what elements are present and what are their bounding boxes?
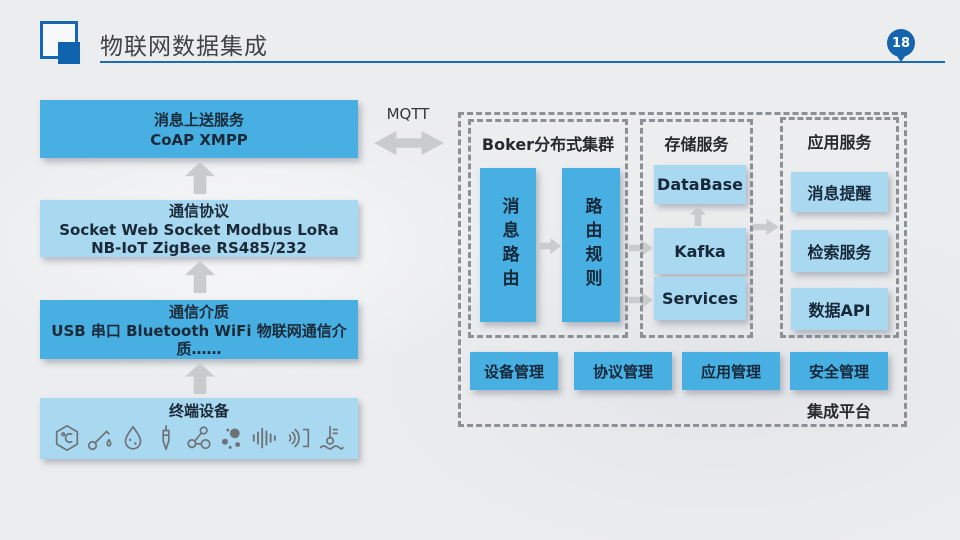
vibration-sensor-icon [250,423,280,453]
application-services-title: 应用服务 [807,133,872,152]
communication-medium-box: 通信介质 USB 串口 Bluetooth WiFi 物联网通信介质…… [40,300,358,359]
security-management-node: 安全管理 [790,352,888,390]
probe-sensor-icon [151,423,181,453]
tilt-thermometer-icon [85,423,115,453]
node-label: 应用管理 [700,362,761,381]
application-services-border [780,117,899,338]
kafka-node: Kafka [654,228,746,274]
box-line: 通信协议 [168,202,229,220]
box-line: Socket Web Socket Modbus LoRa [59,220,339,239]
message-routing-node: 消息路由 [480,168,536,322]
storage-services-title: 存储服务 [664,135,729,154]
box-line: USB 串口 Bluetooth WiFi 物联网通信介质…… [51,321,347,359]
temperature-sensor-icon [52,423,82,453]
broker-cluster-title: Boker分布式集群 [481,135,615,154]
up-arrow-icon [185,162,215,194]
node-label: 数据API [808,301,871,320]
terminal-device-box: 终端设备 [40,398,358,459]
node-label: DataBase [657,175,743,194]
integration-platform-label: 集成平台 [806,402,871,421]
platform-border [458,112,907,427]
services-node: Services [654,277,746,320]
up-arrow-icon [185,363,215,394]
page-number-badge: 18 [887,29,915,57]
title-underline [100,61,945,63]
box-line: 消息上送服务 [153,111,244,129]
message-upload-service-box: 消息上送服务 CoAP XMPP [40,100,358,158]
node-label: Services [661,289,739,308]
slide-logo-fill-icon [58,42,80,64]
broker-cluster-border [468,119,628,338]
node-label: 消息提醒 [807,184,872,203]
humidity-sensor-icon [118,423,148,453]
routing-rules-node: 路由规则 [562,168,620,322]
database-node: DataBase [654,165,746,204]
search-service-node: 检索服务 [791,230,888,272]
node-label: 路由规则 [581,197,602,293]
particle-sensor-icon [217,423,247,453]
box-line: NB-IoT ZigBee RS485/232 [91,239,307,257]
node-label: 消息路由 [498,197,519,293]
communication-protocol-box: 通信协议 Socket Web Socket Modbus LoRa NB-Io… [40,200,358,257]
node-label: 设备管理 [483,362,544,381]
gas-molecule-sensor-icon [184,423,214,453]
node-label: 协议管理 [592,362,653,381]
box-line: CoAP XMPP [150,131,248,149]
box-line: 通信介质 [168,303,229,321]
protocol-management-node: 协议管理 [574,352,672,390]
node-label: 安全管理 [808,362,869,381]
sensor-icon-row [40,421,358,453]
node-label: Kafka [674,241,726,261]
device-management-node: 设备管理 [470,352,558,390]
ultrasonic-sensor-icon [283,423,313,453]
mqtt-label: MQTT [386,105,430,123]
data-api-node: 数据API [791,288,888,330]
node-label: 检索服务 [807,243,872,262]
application-management-node: 应用管理 [682,352,780,390]
water-temperature-sensor-icon [316,423,346,453]
page-title: 物联网数据集成 [100,34,268,60]
mqtt-double-arrow-icon [374,131,444,155]
storage-services-border [640,119,753,338]
up-arrow-icon [185,261,215,293]
message-alert-node: 消息提醒 [791,172,888,212]
page-number-pin-tail-icon [894,52,908,62]
box-title: 终端设备 [168,402,229,420]
